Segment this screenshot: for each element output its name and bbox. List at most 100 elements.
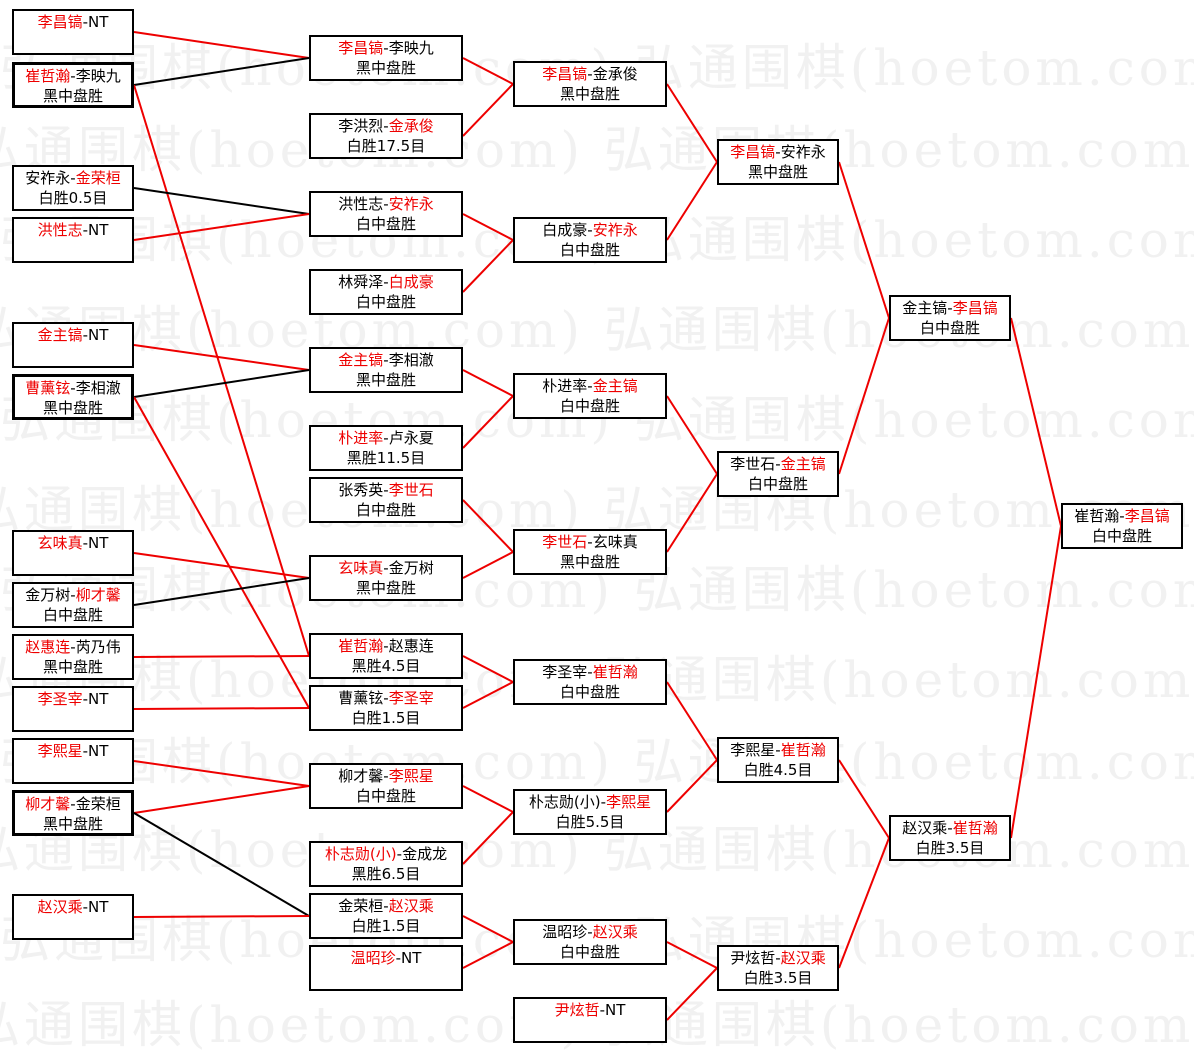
- match-box: 金主镐-NT: [12, 322, 134, 368]
- match-result: 白中盘胜: [559, 943, 620, 961]
- match-players: 金主镐-李昌镐: [891, 298, 1009, 318]
- player-a: 金主镐: [37, 326, 83, 344]
- separator: -: [383, 481, 389, 499]
- match-result: 黑中盘胜: [747, 163, 808, 181]
- separator: -: [82, 898, 89, 916]
- winner-connector-line: [666, 681, 718, 761]
- winner-connector-line: [133, 785, 310, 814]
- player-a: 金荣桓: [338, 897, 384, 915]
- match-players: 温昭珍-赵汉乘: [515, 922, 665, 942]
- separator: -: [775, 741, 781, 759]
- separator: -: [383, 429, 389, 447]
- player-a: 玄味真: [338, 559, 384, 577]
- separator: -: [383, 689, 389, 707]
- match-players: 柳才馨-李熙星: [311, 766, 461, 786]
- player-b: 柳才馨: [75, 586, 121, 604]
- player-a: 洪性志: [338, 195, 384, 213]
- winner-connector-line: [462, 395, 514, 449]
- match-box: 金万树-柳才馨白中盘胜: [12, 582, 134, 628]
- match-result: 白中盘胜: [559, 241, 620, 259]
- match-players: 李圣宰-NT: [14, 689, 132, 709]
- loser-connector-line: [133, 812, 310, 917]
- match-box: 李昌镐-李映九黑中盘胜: [309, 35, 463, 81]
- player-a: 崔哲瀚: [25, 67, 71, 85]
- match-box: 李世石-玄味真黑中盘胜: [513, 529, 667, 575]
- player-b: NT: [88, 326, 109, 344]
- match-result: 黑胜6.5目: [351, 865, 421, 883]
- match-players: 金主镐-李相澈: [311, 350, 461, 370]
- match-box: 曹薰铉-李相澈黑中盘胜: [12, 374, 134, 420]
- separator: -: [82, 690, 89, 708]
- player-a: 李洪烈: [338, 117, 384, 135]
- player-b: NT: [88, 690, 109, 708]
- player-b: 崔哲瀚: [592, 663, 638, 681]
- match-players: 洪性志-NT: [14, 220, 132, 240]
- player-a: 林舜泽: [338, 273, 384, 291]
- match-result: 白中盘胜: [1091, 527, 1152, 545]
- separator: -: [383, 897, 389, 915]
- separator: -: [383, 767, 389, 785]
- winner-connector-line: [838, 759, 890, 839]
- player-b: 卢永夏: [388, 429, 434, 447]
- match-players: 曹薰铉-李相澈: [15, 378, 131, 398]
- match-players: 金主镐-NT: [14, 325, 132, 345]
- loser-connector-line: [133, 187, 310, 215]
- player-b: 李映九: [388, 39, 434, 57]
- player-b: 李世石: [388, 481, 434, 499]
- player-a: 李圣宰: [37, 690, 83, 708]
- separator: -: [82, 221, 89, 239]
- winner-connector-line: [838, 837, 890, 969]
- match-result: 白中盘胜: [559, 683, 620, 701]
- match-box: 金主镐-李相澈黑中盘胜: [309, 347, 463, 393]
- winner-connector-line: [133, 31, 310, 59]
- match-box: 朴志勋(小)-李熙星白胜5.5目: [513, 789, 667, 835]
- player-a: 柳才馨: [25, 795, 71, 813]
- winner-connector-line: [133, 915, 310, 918]
- separator: -: [587, 923, 593, 941]
- player-b: 李相澈: [75, 379, 121, 397]
- player-a: 李熙星: [37, 742, 83, 760]
- match-box: 温昭珍-NT: [309, 945, 463, 991]
- winner-connector-line: [462, 213, 514, 241]
- winner-connector-line: [1010, 317, 1062, 527]
- player-a: 洪性志: [37, 221, 83, 239]
- match-box: 林舜泽-白成豪白中盘胜: [309, 269, 463, 315]
- player-a: 白成豪: [542, 221, 588, 239]
- player-b: NT: [88, 898, 109, 916]
- match-result: 白中盘胜: [355, 501, 416, 519]
- winner-connector-line: [462, 915, 514, 943]
- winner-connector-line: [666, 941, 718, 969]
- match-players: 李昌镐-安祚永: [719, 142, 837, 162]
- player-a: 李昌镐: [542, 65, 588, 83]
- separator: -: [1119, 507, 1125, 525]
- player-a: 金主镐: [902, 299, 948, 317]
- player-a: 朴进率: [542, 377, 588, 395]
- separator: -: [587, 65, 593, 83]
- separator: -: [82, 326, 89, 344]
- match-players: 李昌镐-NT: [14, 12, 132, 32]
- match-players: 朴进率-金主镐: [515, 376, 665, 396]
- separator: -: [70, 379, 76, 397]
- player-b: 李熙星: [388, 767, 434, 785]
- match-box: 李昌镐-安祚永黑中盘胜: [717, 139, 839, 185]
- match-players: 安祚永-金荣桓: [14, 168, 132, 188]
- match-box: 洪性志-安祚永白中盘胜: [309, 191, 463, 237]
- winner-connector-line: [666, 759, 718, 813]
- match-players: 金荣桓-赵汉乘: [311, 896, 461, 916]
- match-players: 朴进率-卢永夏: [311, 428, 461, 448]
- match-box: 崔哲瀚-李映九黑中盘胜: [12, 62, 134, 108]
- match-players: 李圣宰-崔哲瀚: [515, 662, 665, 682]
- match-box: 李昌镐-NT: [12, 9, 134, 55]
- player-b: NT: [401, 949, 422, 967]
- separator: -: [587, 533, 593, 551]
- match-box: 柳才馨-李熙星白中盘胜: [309, 763, 463, 809]
- separator: -: [70, 67, 76, 85]
- player-b: 李圣宰: [388, 689, 434, 707]
- match-result: 白中盘胜: [559, 397, 620, 415]
- winner-connector-line: [462, 941, 514, 969]
- match-box: 白成豪-安祚永白中盘胜: [513, 217, 667, 263]
- match-result: 白胜0.5目: [38, 189, 108, 207]
- match-box: 李世石-金主镐白中盘胜: [717, 451, 839, 497]
- player-b: 赵汉乘: [388, 897, 434, 915]
- separator: -: [70, 586, 76, 604]
